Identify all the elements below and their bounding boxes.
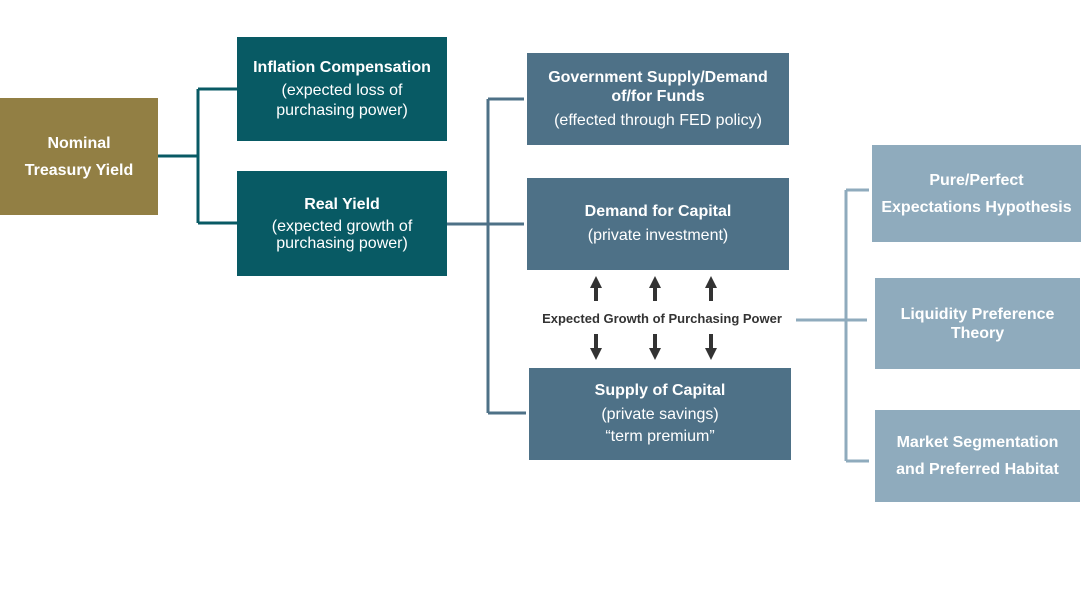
inflation-title: Inflation Compensation: [253, 58, 431, 76]
supply-of-capital-box: Supply of Capital (private savings) “ter…: [529, 368, 791, 460]
gov-sub: (effected through FED policy): [554, 111, 762, 129]
up-arrow-icon: [590, 276, 602, 301]
down-arrows: [590, 334, 717, 360]
government-supply-demand-box: Government Supply/Demand of/for Funds (e…: [527, 53, 789, 145]
nominal-treasury-yield-box: Nominal Treasury Yield: [0, 98, 158, 215]
market-line1: Market Segmentation: [896, 434, 1059, 451]
liquidity-line1: Liquidity Preference: [900, 305, 1055, 323]
real-yield-title: Real Yield: [304, 196, 380, 213]
down-arrow-icon: [590, 334, 602, 360]
down-arrow-icon: [649, 334, 661, 360]
supply-sub1: (private savings): [601, 405, 719, 423]
liquidity-line2: Theory: [950, 324, 1005, 342]
pure-expectations-box: Pure/Perfect Expectations Hypothesis: [872, 145, 1081, 242]
pure-line2: Expectations Hypothesis: [881, 198, 1072, 216]
demand-sub: (private investment): [587, 227, 729, 244]
pure-line1: Pure/Perfect: [929, 171, 1024, 189]
demand-for-capital-box: Demand for Capital (private investment): [527, 178, 789, 270]
supply-title: Supply of Capital: [594, 381, 726, 399]
nominal-line1: Nominal: [47, 134, 111, 152]
market-segmentation-box: Market Segmentation and Preferred Habita…: [875, 410, 1080, 502]
market-line2: and Preferred Habitat: [896, 461, 1059, 478]
down-arrow-icon: [705, 334, 717, 360]
liquidity-preference-box: Liquidity Preference Theory: [875, 278, 1080, 369]
nominal-line2: Treasury Yield: [24, 161, 134, 179]
real-yield-sub2: purchasing power): [276, 235, 408, 252]
expected-growth-label: Expected Growth of Purchasing Power: [542, 311, 782, 326]
inflation-sub2: purchasing power): [276, 101, 408, 119]
demand-title: Demand for Capital: [584, 203, 732, 220]
supply-sub2: “term premium”: [605, 427, 715, 445]
gov-title2: of/for Funds: [611, 87, 705, 105]
real-yield-sub1: (expected growth of: [271, 218, 413, 235]
inflation-sub1: (expected loss of: [281, 81, 403, 99]
gov-title1: Government Supply/Demand: [548, 68, 768, 86]
up-arrow-icon: [649, 276, 661, 301]
real-yield-box: Real Yield (expected growth of purchasin…: [237, 171, 447, 276]
up-arrow-icon: [705, 276, 717, 301]
inflation-compensation-box: Inflation Compensation (expected loss of…: [237, 37, 447, 141]
up-arrows: [590, 276, 717, 301]
